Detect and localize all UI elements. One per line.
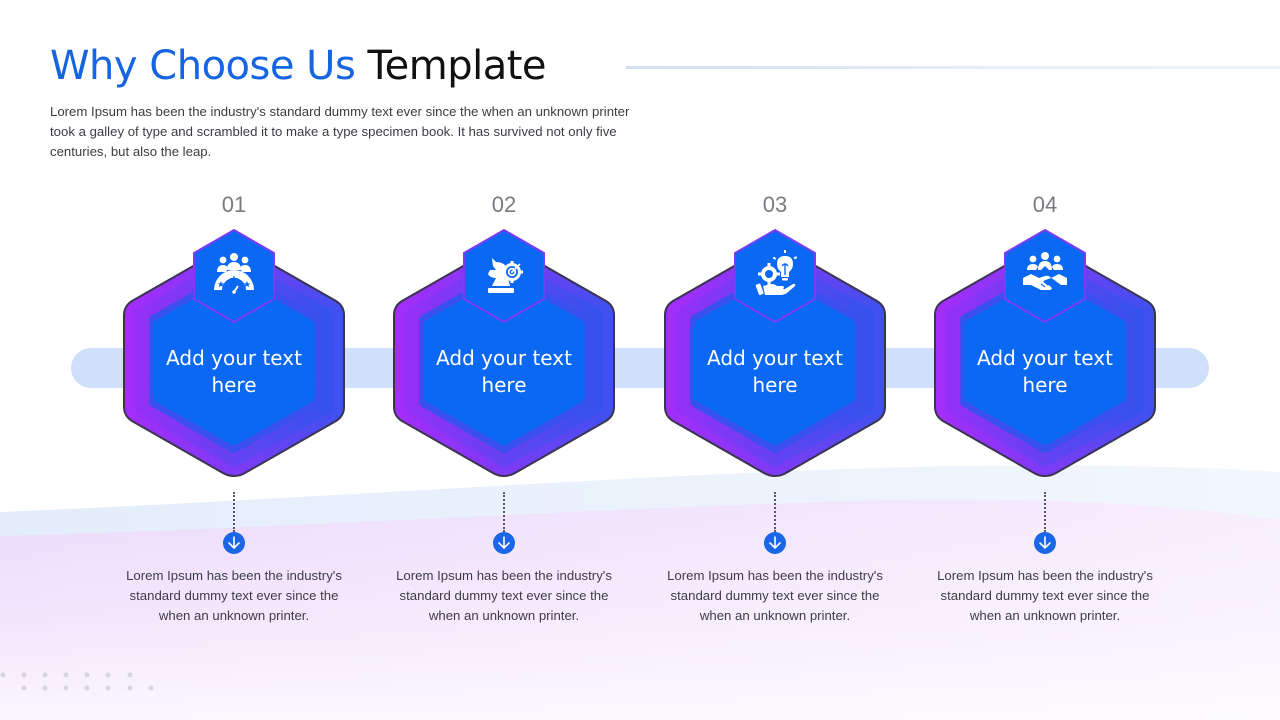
customer-satisfaction-gauge-icon [208, 248, 260, 300]
step-description: Lorem Ipsum has been the industry's stan… [667, 568, 883, 623]
step-description: Lorem Ipsum has been the industry's stan… [937, 568, 1153, 623]
arrow-down-icon [764, 532, 786, 554]
hexagon-shape [664, 229, 886, 478]
title-highlight: Why Choose Us [50, 43, 356, 89]
title-rest: Template [367, 43, 547, 89]
step-number: 01 [221, 192, 247, 217]
hexagon-shape [934, 229, 1156, 478]
hexagon-shape [123, 229, 345, 478]
dotted-connector [503, 492, 505, 532]
step-description: Lorem Ipsum has been the industry's stan… [126, 568, 342, 623]
step-number: 03 [762, 192, 788, 217]
dotted-connector [1044, 492, 1046, 532]
hand-gear-lightbulb-innovation-icon [749, 248, 801, 300]
step-2: 02 Add your text here L [384, 190, 624, 660]
dotted-connector [233, 492, 235, 532]
arrow-down-icon [493, 532, 515, 554]
hexagon-shape [393, 229, 615, 478]
step-label: Add your text here [707, 346, 843, 397]
step-4: 04 Add your text here Lorem Ipsum has be… [925, 190, 1165, 660]
step-label: Add your text here [977, 346, 1113, 397]
page-title: Why Choose Us Template [50, 40, 547, 92]
intro-paragraph: Lorem Ipsum has been the industry's stan… [50, 104, 630, 159]
arrow-down-icon [1034, 532, 1056, 554]
step-description: Lorem Ipsum has been the industry's stan… [396, 568, 612, 623]
team-handshake-icon [1019, 248, 1071, 300]
step-label: Add your text here [166, 346, 302, 397]
title-divider [626, 66, 1280, 69]
step-number: 04 [1032, 192, 1058, 217]
chess-knight-strategy-gear-icon [478, 248, 530, 300]
dotted-connector [774, 492, 776, 532]
decorative-dot-grid [0, 672, 154, 691]
step-label: Add your text here [436, 346, 572, 397]
arrow-down-icon [223, 532, 245, 554]
step-number: 02 [491, 192, 517, 217]
step-1: 01 Add your text here [114, 190, 354, 660]
step-3: 03 Add your text here [655, 190, 895, 660]
